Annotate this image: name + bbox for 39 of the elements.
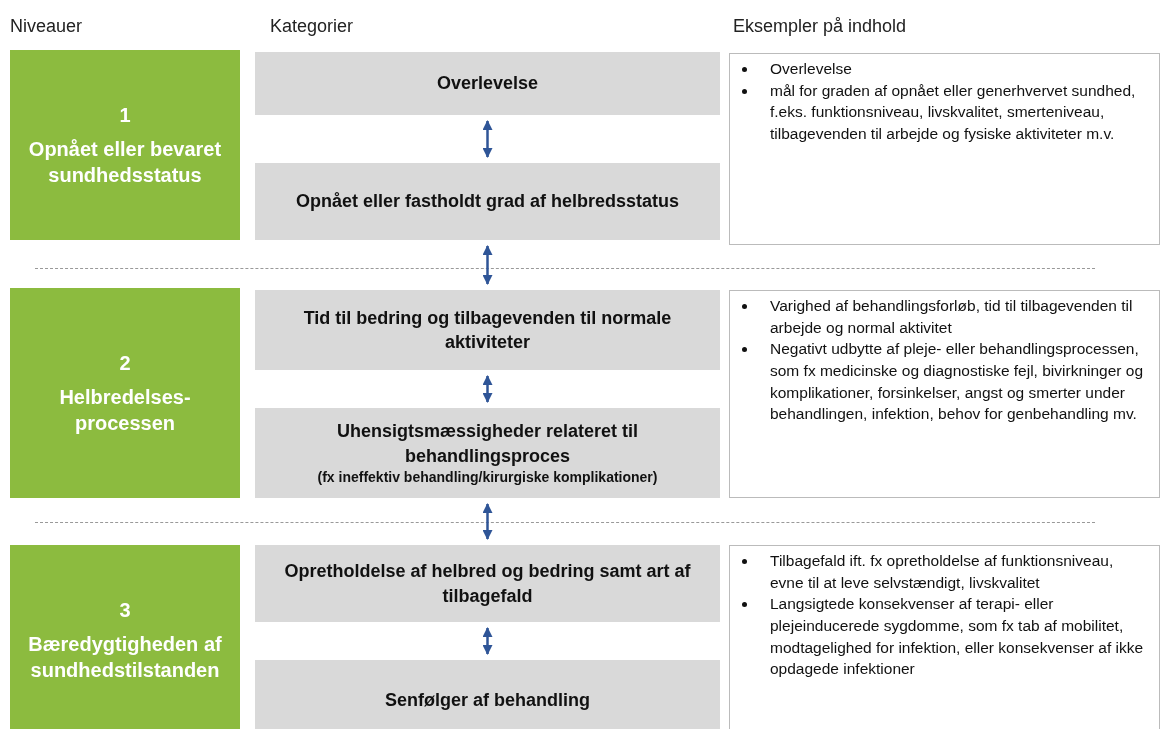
level-text: 3 — [119, 598, 131, 623]
category-box — [255, 163, 720, 240]
double-arrow — [482, 375, 493, 403]
column-header: Kategorier — [270, 16, 354, 37]
example-text: mål for graden af opnået eller generhvervet sundhed, f.eks. funktionsniveau, livskvalitet, smerteniveau, tilbagevenden til arbejde og fysiske aktiviteter m.v. — [770, 80, 1137, 145]
examples-box — [729, 53, 1160, 245]
column-header: Niveauer — [10, 16, 83, 37]
category-text: Tid til bedring og tilbagevenden til normale aktiviteter — [302, 306, 673, 354]
example-text: Tilbagefald ift. fx opretholdelse af funktionsniveau, evne til at leve selvstændigt, livskvalitet — [770, 551, 1115, 593]
level-text: Helbredelses- processen — [58, 385, 192, 436]
category-text: Opnået eller fastholdt grad af helbredsstatus — [295, 190, 680, 214]
example-text: Negativt udbytte af pleje- eller behandlingsprocessen, som fx medicinske og diagnostiske fejl, bivirkninger og komplikationer, forsinkelser, angst og smerter under behandlingen, infektion, behov for genbehandling mv. — [770, 339, 1145, 425]
level-text: Bæredygtigheden af sundhedstilstanden — [27, 632, 223, 683]
category-text: Senfølger af behandling — [385, 688, 590, 712]
level-box — [10, 50, 240, 240]
examples-box — [729, 545, 1160, 729]
level-box — [10, 545, 240, 729]
column-header: Eksempler på indhold — [733, 16, 907, 37]
level-box — [10, 288, 240, 498]
example-text: Overlevelse — [770, 59, 852, 79]
example-text: Langsigtede konsekvenser af terapi- eller plejeinducerede sygdomme, som fx tab af mobilitet, modtagelighed for infektion, eller konsekvenser af ikke opdagede infektioner — [770, 594, 1145, 680]
double-arrow — [482, 120, 493, 158]
category-text: Uhensigtsmæssigheder relateret til behandlingsproces — [335, 420, 640, 468]
level-text: 2 — [119, 351, 131, 376]
category-box — [255, 545, 720, 622]
examples-box — [729, 290, 1160, 498]
double-arrow — [482, 245, 493, 285]
double-arrow — [482, 627, 493, 655]
double-arrow — [482, 503, 493, 540]
category-note: (fx ineffektiv behandling/kirurgiske komplikationer) — [317, 467, 658, 487]
category-text: Opretholdelse af helbred og bedring samt art af tilbagefald — [283, 560, 692, 608]
category-text: Overlevelse — [436, 72, 539, 96]
level-text: Opnået eller bevaret sundhedsstatus — [27, 137, 223, 188]
category-box — [255, 408, 720, 498]
level-text: 1 — [119, 103, 131, 128]
category-box — [255, 290, 720, 370]
category-box — [255, 660, 720, 729]
example-text: Varighed af behandlingsforløb, tid til tilbagevenden til arbejde og normal aktivitet — [770, 296, 1134, 338]
category-box — [255, 52, 720, 115]
